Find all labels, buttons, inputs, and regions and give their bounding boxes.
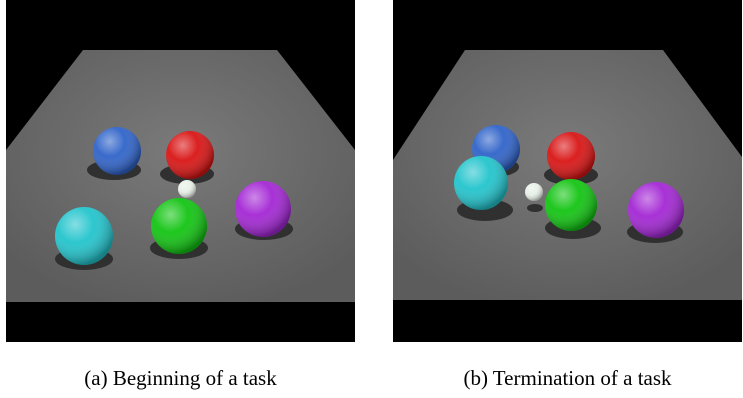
caption-beginning: (a) Beginning of a task [84,366,277,390]
scene-termination [393,0,742,342]
white-ball-highlight [178,180,196,198]
red-ball-highlight [547,132,595,180]
green-ball-highlight [545,179,597,231]
panel-termination [393,0,742,342]
shadow [527,204,543,212]
panel-beginning [6,0,355,342]
red-ball-highlight [166,131,214,179]
white-ball-highlight [525,183,543,201]
caption-termination: (b) Termination of a task [463,366,672,390]
green-ball-highlight [151,198,207,254]
scene-beginning [6,0,355,342]
purple-ball-highlight [628,182,684,238]
cyan-ball-highlight [454,156,508,210]
cyan-ball-highlight [55,207,113,265]
purple-ball-highlight [235,181,291,237]
blue-ball-highlight [93,127,141,175]
